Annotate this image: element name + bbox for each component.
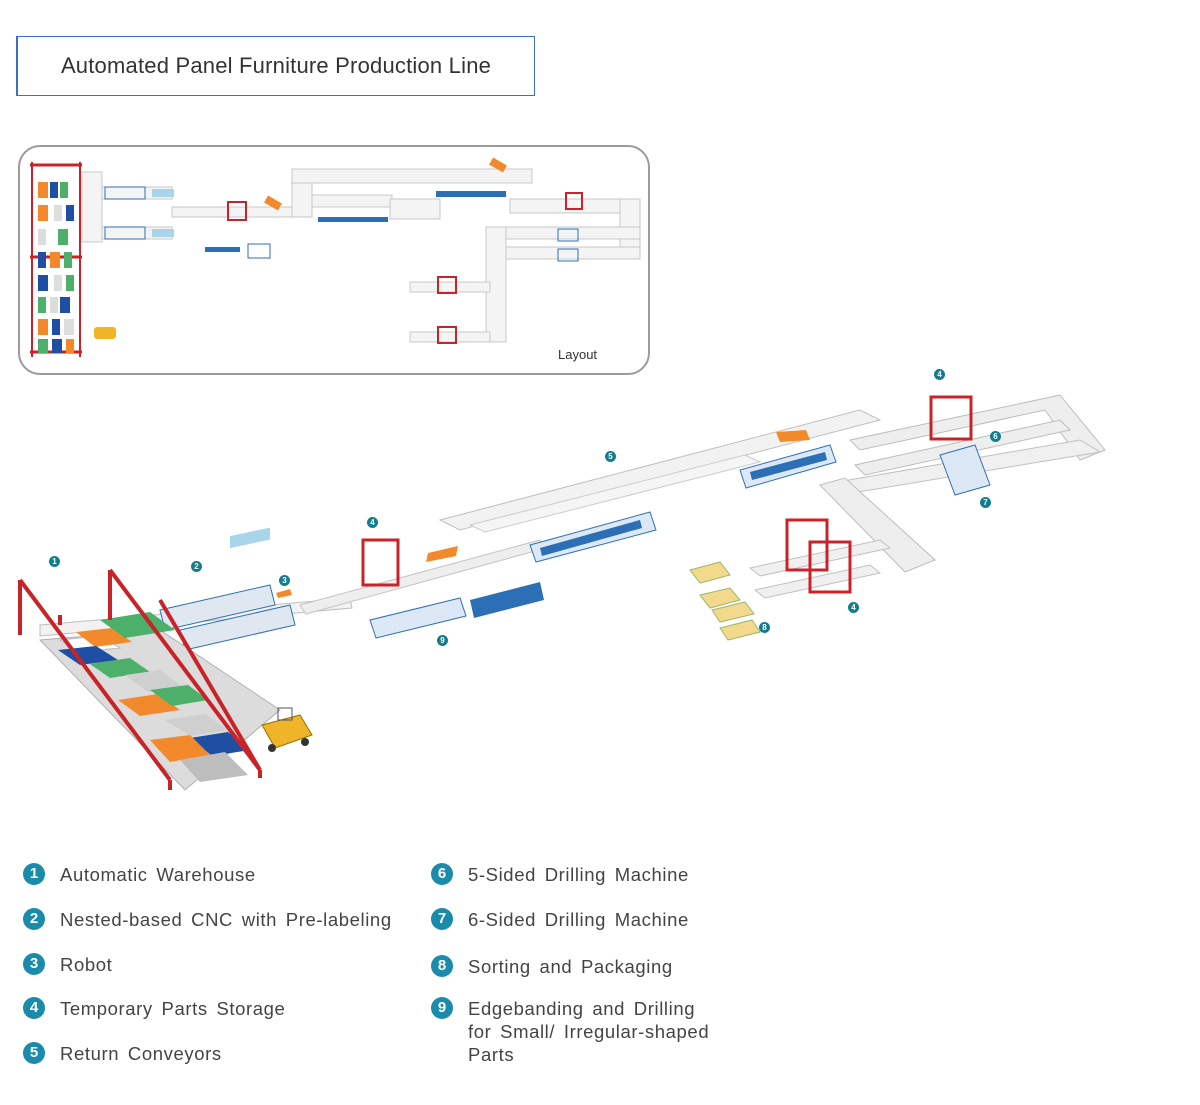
marker-4c: 4 xyxy=(848,602,859,613)
legend-item-6: 6 5-Sided Drilling Machine xyxy=(431,863,689,886)
marker-1: 1 xyxy=(49,556,60,567)
marker-3: 3 xyxy=(279,575,290,586)
legend-item-2: 2 Nested-based CNC with Pre-labeling xyxy=(23,908,392,931)
marker-9: 9 xyxy=(437,635,448,646)
legend-badge: 3 xyxy=(23,953,45,975)
marker-5: 5 xyxy=(605,451,616,462)
legend-item-7: 7 6-Sided Drilling Machine xyxy=(431,908,689,931)
marker-6: 6 xyxy=(990,431,1001,442)
layout-plan-drawing xyxy=(30,157,641,357)
legend-label-line: Parts xyxy=(468,1044,515,1065)
production-line-diagram xyxy=(18,394,1106,791)
legend-label: Temporary Parts Storage xyxy=(60,998,286,1019)
layout-warehouse xyxy=(30,162,116,357)
marker-8: 8 xyxy=(759,622,770,633)
legend-badge: 6 xyxy=(431,863,453,885)
layout-inset xyxy=(18,145,650,375)
page-title: Automated Panel Furniture Production Lin… xyxy=(16,36,535,96)
legend-label: Automatic Warehouse xyxy=(60,864,256,885)
layout-label: Layout xyxy=(558,347,598,362)
main-conveyor xyxy=(39,394,1106,637)
marker-4a: 4 xyxy=(367,517,378,528)
layout-machines xyxy=(104,186,579,262)
legend-badge: 5 xyxy=(23,1042,45,1064)
legend-item-8: 8 Sorting and Packaging xyxy=(431,955,673,978)
legend-badge: 4 xyxy=(23,997,45,1019)
layout-storage xyxy=(227,192,583,344)
legend-label-line: Edgebanding and Drilling xyxy=(468,998,696,1019)
legend-label: Robot xyxy=(60,954,113,975)
legend-label: Return Conveyors xyxy=(60,1043,222,1064)
legend-item-9: 9 Edgebanding and Drilling for Small/ Ir… xyxy=(431,997,709,1066)
marker-4b: 4 xyxy=(934,369,945,380)
warehouse-rack xyxy=(18,568,281,791)
legend-item-4: 4 Temporary Parts Storage xyxy=(23,997,285,1020)
legend-label: 6-Sided Drilling Machine xyxy=(468,909,689,930)
cnc-machines xyxy=(159,527,296,651)
forklift xyxy=(261,707,313,752)
legend-label: Nested-based CNC with Pre-labeling xyxy=(60,909,392,930)
legend-label-line: for Small/ Irregular-shaped xyxy=(468,1021,710,1042)
marker-7: 7 xyxy=(980,497,991,508)
legend-badge: 8 xyxy=(431,955,453,977)
orange-panels xyxy=(276,430,810,598)
legend-badge: 2 xyxy=(23,908,45,930)
legend-label: 5-Sided Drilling Machine xyxy=(468,864,689,885)
packaging-area xyxy=(689,561,761,641)
legend-label: Edgebanding and Drilling for Small/ Irre… xyxy=(468,997,709,1066)
legend-label: Sorting and Packaging xyxy=(468,956,673,977)
drilling-machines xyxy=(369,444,991,639)
legend-badge: 7 xyxy=(431,908,453,930)
legend-badge: 1 xyxy=(23,863,45,885)
legend-item-5: 5 Return Conveyors xyxy=(23,1042,222,1065)
legend-badge: 9 xyxy=(431,997,453,1019)
legend-item-1: 1 Automatic Warehouse xyxy=(23,863,256,886)
marker-2: 2 xyxy=(191,561,202,572)
legend-item-3: 3 Robot xyxy=(23,953,112,976)
storage-gantries xyxy=(361,395,973,594)
